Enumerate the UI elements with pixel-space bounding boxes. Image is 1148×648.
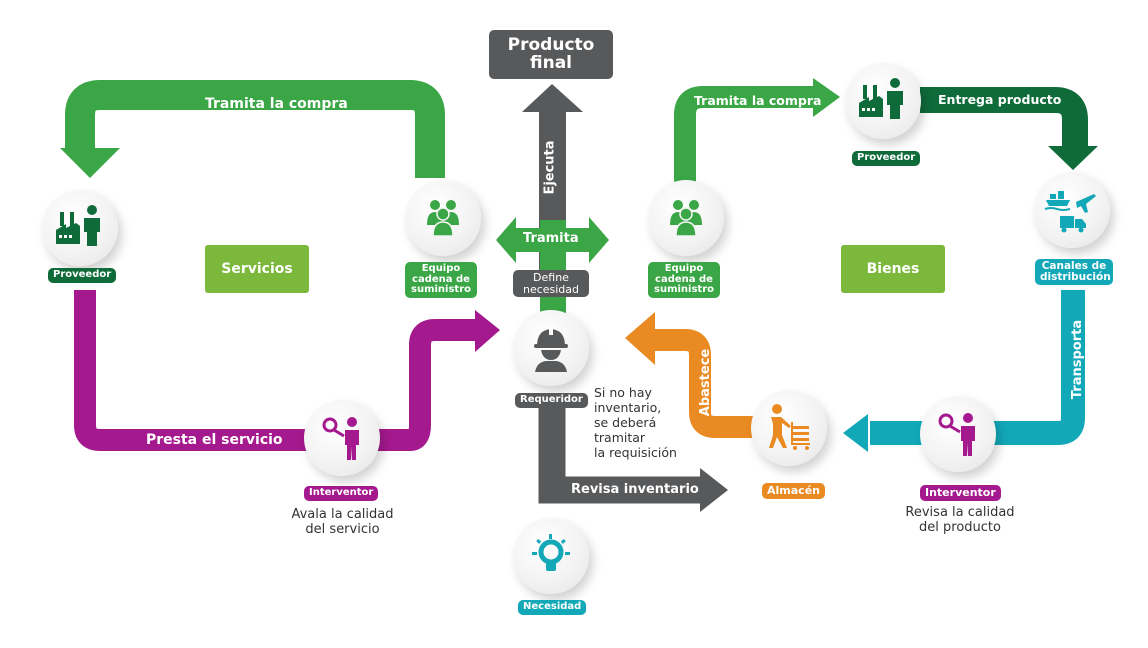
magnifier-person-icon	[938, 413, 975, 456]
distribution-label: Canales de distribución	[1035, 259, 1113, 286]
note-line: inventario,	[594, 400, 662, 415]
services-inspector-desc: Avala la calidad del servicio	[280, 507, 405, 538]
group-icon	[670, 200, 702, 237]
note-line: tramitar	[594, 430, 646, 445]
lightbulb-icon	[532, 534, 570, 571]
goods-supplier-label: Proveedor	[852, 151, 921, 166]
goods-deliver-label: Entrega producto	[938, 92, 1062, 107]
need-label: Necesidad	[518, 600, 587, 615]
review-inventory-label: Revisa inventario	[571, 482, 699, 497]
services-inspector-node[interactable]	[304, 400, 380, 476]
requester-node[interactable]	[513, 310, 589, 386]
cart-worker-icon	[769, 404, 810, 450]
desc-line: Avala la calidad	[291, 507, 394, 522]
arrow-services-purchase-head	[60, 148, 120, 178]
desc-line: del servicio	[305, 521, 380, 537]
define-need-line2: necesidad	[522, 282, 580, 296]
processes-label: Tramita	[523, 231, 579, 246]
arrow-services-purchase	[65, 80, 445, 178]
team-line: suministro	[654, 284, 714, 295]
arrow-goods-deliver	[920, 87, 1088, 150]
services-supplier-node[interactable]	[42, 190, 118, 266]
note-line: Si no hay	[594, 385, 652, 400]
worker-helmet-icon	[534, 327, 568, 372]
goods-supplier-node[interactable]	[845, 63, 921, 139]
goods-inspector-desc: Revisa la calidad del producto	[895, 505, 1025, 536]
arrow-goods-deliver-head	[1048, 146, 1098, 170]
arrow-goods-supply-head	[625, 312, 655, 365]
factory-person-icon	[859, 78, 903, 119]
distribution-line: distribución	[1040, 271, 1111, 284]
distribution-line: Canales de	[1041, 260, 1107, 272]
arrow-review-inventory-head	[700, 468, 728, 512]
distribution-node[interactable]	[1034, 172, 1110, 248]
services-team-node[interactable]	[405, 180, 481, 256]
arrow-review-inventory	[538, 400, 700, 504]
services-inspector-label: Interventor	[304, 486, 379, 501]
services-box: Servicios	[205, 245, 309, 293]
arrow-services-provide-head	[475, 310, 500, 352]
desc-line: del producto	[919, 519, 1001, 535]
team-line: Equipo	[664, 263, 704, 274]
arrow-processes-shaft	[515, 228, 591, 252]
arrow-goods-transport-head	[843, 414, 868, 452]
define-need-label: Define necesidad	[513, 270, 589, 298]
services-purchase-label: Tramita la compra	[205, 96, 348, 112]
factory-person-icon	[56, 205, 100, 246]
arrow-goods-purchase-head	[813, 78, 840, 117]
arrow-goods-supply	[650, 329, 760, 438]
arrow-processes-left-head	[496, 217, 516, 263]
goods-transport-label: Transporta	[1070, 319, 1086, 400]
arrow-goods-transport	[870, 290, 1085, 445]
final-product-line2: final	[529, 52, 572, 73]
final-product-line1: Producto	[507, 34, 595, 55]
desc-line: Revisa la calidad	[905, 505, 1015, 520]
magnifier-person-icon	[322, 417, 359, 460]
define-need-line1: Define	[533, 271, 569, 284]
note-line: se deberá	[594, 415, 657, 430]
goods-inspector-node[interactable]	[920, 396, 996, 472]
goods-team-label: Equipo cadena de suministro	[648, 262, 720, 298]
goods-team-node[interactable]	[648, 180, 724, 256]
final-product-box: Producto final	[489, 30, 613, 79]
goods-purchase-label: Tramita la compra	[694, 93, 822, 108]
services-team-label: Equipo cadena de suministro	[405, 262, 477, 298]
services-provide-label: Presta el servicio	[146, 432, 283, 448]
team-line: cadena de	[655, 273, 713, 285]
team-line: cadena de	[412, 273, 470, 285]
team-line: suministro	[411, 284, 471, 295]
warehouse-node[interactable]	[751, 390, 827, 466]
executes-label: Ejecuta	[542, 140, 558, 195]
goods-box: Bienes	[841, 245, 945, 293]
goods-inspector-label: Interventor	[920, 485, 1001, 501]
arrow-goods-purchase	[674, 86, 815, 185]
inventory-note: Si no hay inventario, se deberá tramitar…	[594, 385, 677, 460]
need-node[interactable]	[513, 518, 589, 594]
team-line: Equipo	[421, 263, 461, 274]
arrow-processes-right-head	[589, 217, 609, 263]
ship-plane-truck-icon	[1044, 191, 1096, 233]
note-line: la requisición	[594, 445, 677, 460]
goods-supply-label: Abastece	[698, 348, 714, 417]
group-icon	[427, 200, 459, 237]
arrow-executes-head	[522, 84, 583, 112]
requester-label: Requeridor	[515, 393, 588, 408]
services-supplier-label: Proveedor	[48, 268, 117, 283]
arrow-services-provide	[74, 290, 480, 451]
warehouse-label: Almacén	[762, 483, 825, 499]
